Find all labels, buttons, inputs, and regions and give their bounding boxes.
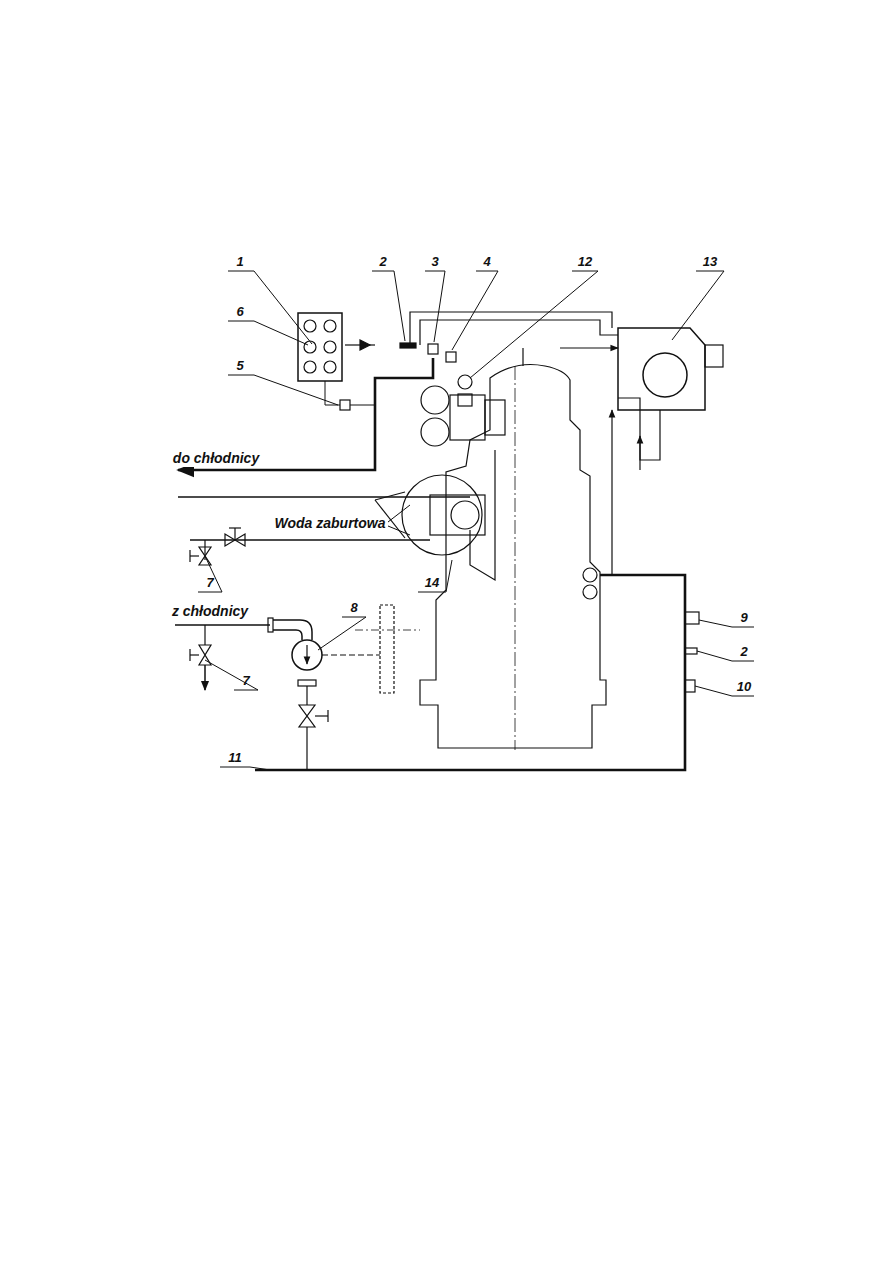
callout-number: 5 xyxy=(234,359,245,373)
callout-number: 7 xyxy=(204,576,215,590)
flow-label: z chłodnicy xyxy=(170,604,250,619)
callout-number: 4 xyxy=(481,255,492,269)
callout-number: 10 xyxy=(735,680,753,694)
callout-number: 6 xyxy=(234,305,245,319)
engine-outline xyxy=(420,365,606,749)
callout-number: 2 xyxy=(377,255,388,269)
callout-number: 11 xyxy=(226,751,244,765)
flow-label: Woda zaburtowa xyxy=(273,516,388,531)
callout-number: 7 xyxy=(240,674,251,688)
callout-number: 2 xyxy=(738,645,749,659)
callout-number: 1 xyxy=(234,255,245,269)
callout-number: 8 xyxy=(348,601,359,615)
callout-number: 14 xyxy=(423,576,441,590)
callout-number: 12 xyxy=(576,255,594,269)
callout-number: 13 xyxy=(701,255,719,269)
callout-number: 3 xyxy=(429,255,440,269)
callout-number: 9 xyxy=(738,611,749,625)
flow-label: do chłodnicy xyxy=(171,451,261,466)
